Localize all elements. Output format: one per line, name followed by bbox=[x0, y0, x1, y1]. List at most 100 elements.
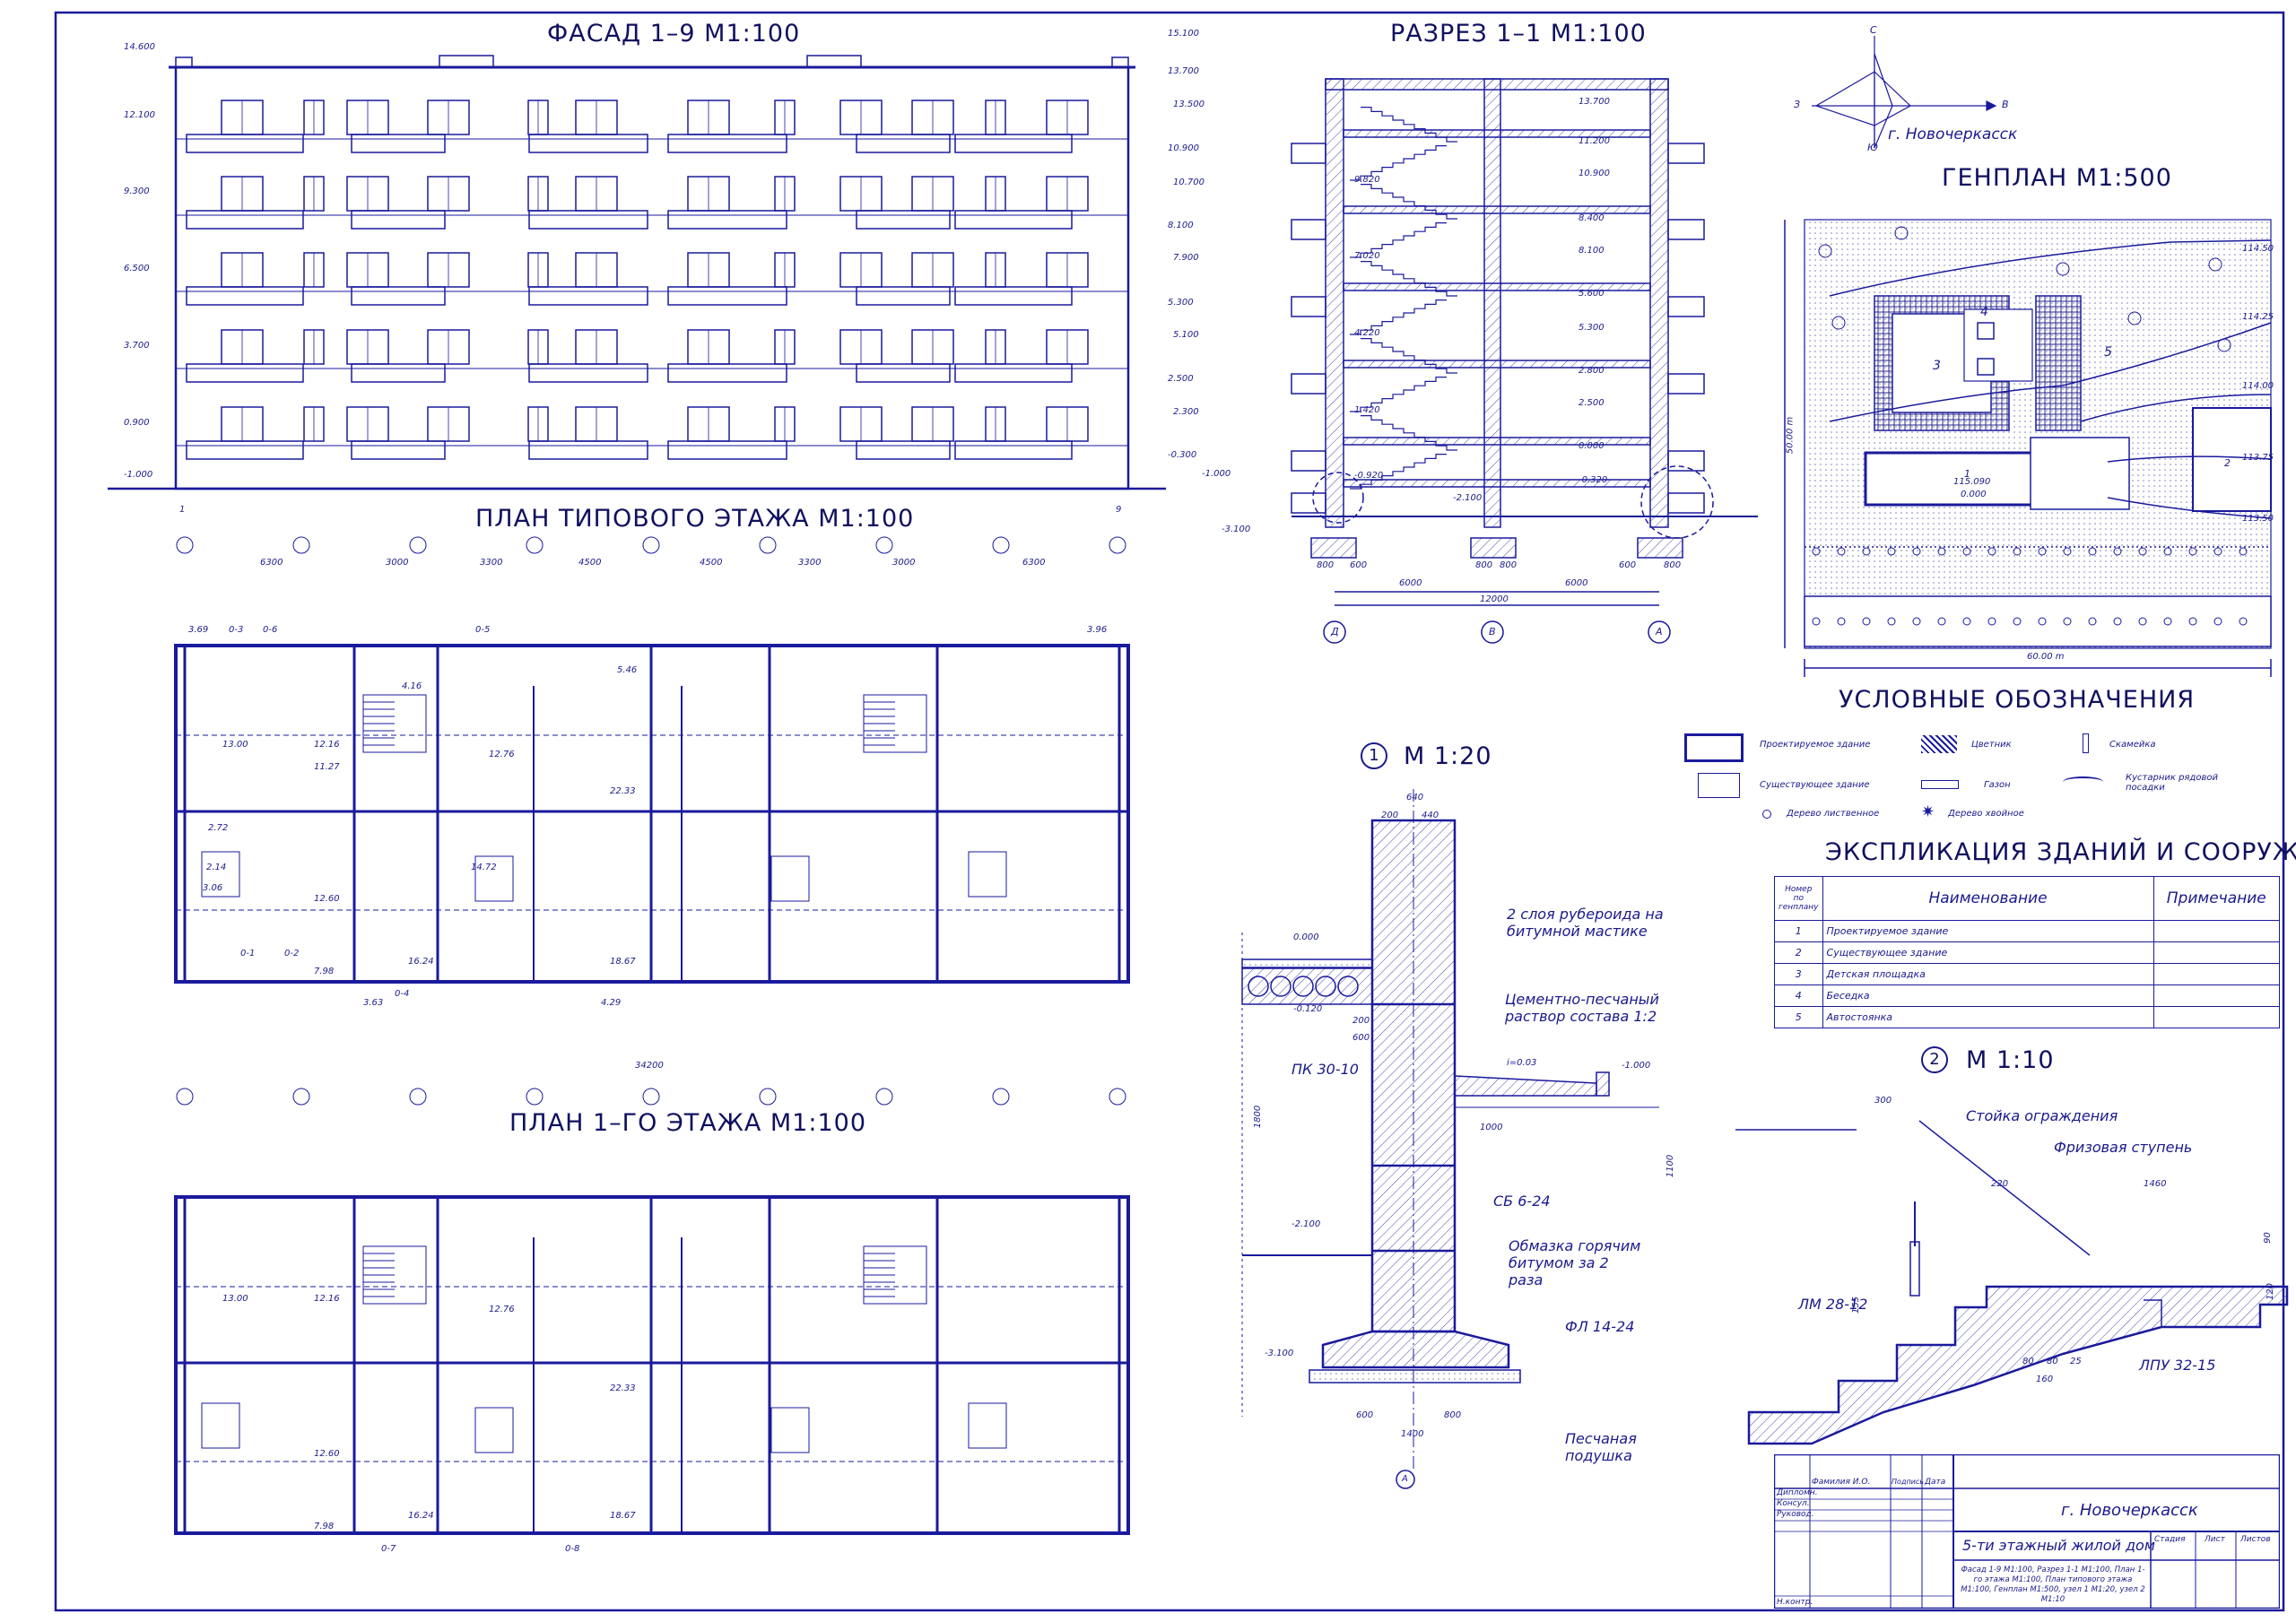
cell: 4 bbox=[1774, 984, 1823, 1007]
tree-mark bbox=[1831, 316, 1846, 330]
axis-bubble bbox=[642, 536, 660, 554]
level-mark: 6.500 bbox=[124, 264, 150, 273]
balcony-slab bbox=[1291, 373, 1326, 395]
axis-bubble bbox=[642, 1088, 660, 1106]
facade-balcony bbox=[667, 440, 787, 460]
level-mark: 13.700 bbox=[1578, 97, 1610, 107]
tree-mark bbox=[2113, 617, 2122, 626]
stair-flight bbox=[1350, 377, 1447, 412]
note: Песчаная подушка bbox=[1565, 1430, 1637, 1464]
room-area: 22.33 bbox=[610, 1383, 636, 1393]
level-mark: 5.100 bbox=[1173, 330, 1199, 340]
axis-bubble bbox=[759, 536, 777, 554]
balcony-slab bbox=[1291, 492, 1326, 514]
dim-label: 6300 bbox=[1022, 558, 1046, 568]
dim-label: 90 bbox=[2262, 1232, 2273, 1244]
axis-bubble bbox=[1109, 536, 1126, 554]
tree-mark bbox=[2038, 617, 2047, 626]
tree-mark bbox=[1837, 617, 1846, 626]
space-label: 0-4 bbox=[395, 989, 410, 999]
bath-fixture bbox=[968, 1402, 1007, 1449]
stamp-role: Н.контр. bbox=[1777, 1598, 1813, 1607]
axis-bubble bbox=[1109, 1088, 1126, 1106]
note: 2 слоя рубероида на битумной мастике bbox=[1507, 906, 1664, 940]
dim-label: 80 bbox=[2047, 1357, 2058, 1366]
axis-bubble bbox=[759, 1088, 777, 1106]
tree-mark bbox=[1887, 547, 1896, 556]
stamp-col: Лист bbox=[2205, 1535, 2225, 1544]
node2-scale: М 1:10 bbox=[1966, 1046, 2055, 1074]
genplan-title: ГЕНПЛАН М1:500 bbox=[1942, 164, 2172, 192]
level-mark: -3.100 bbox=[1222, 525, 1251, 534]
facade-balcony bbox=[528, 134, 648, 153]
dim-label: 1400 bbox=[1401, 1429, 1424, 1439]
facade-balcony bbox=[954, 286, 1073, 306]
facade-balcony bbox=[528, 440, 648, 460]
level-mark: 8.100 bbox=[1578, 246, 1605, 256]
balcony-slab bbox=[1667, 143, 1705, 164]
tree-mark bbox=[2113, 547, 2122, 556]
dim-label: 600 bbox=[1352, 1033, 1370, 1043]
contour-mark: 114.50 bbox=[2242, 244, 2274, 254]
zero-value: 0.000 bbox=[1961, 490, 1987, 499]
balcony-slab bbox=[1667, 296, 1705, 317]
dim-label: 440 bbox=[1422, 811, 1439, 820]
room-area: 3.96 bbox=[1087, 625, 1108, 635]
dim-label: 800 bbox=[1475, 560, 1493, 570]
contour-mark: 114.25 bbox=[2242, 312, 2274, 322]
dim-label: 600 bbox=[1619, 560, 1637, 570]
axis-label: В bbox=[1489, 626, 1496, 638]
stamp-header: Подпись bbox=[1892, 1478, 1924, 1486]
balcony-slab bbox=[1667, 373, 1705, 395]
compass-south: Ю bbox=[1867, 142, 1878, 153]
stamp-header: Дата bbox=[1925, 1478, 1946, 1487]
cell: Беседка bbox=[1822, 984, 2154, 1007]
dim-label: 120 bbox=[2266, 1282, 2276, 1301]
contour-mark: 113.50 bbox=[2242, 514, 2274, 524]
room-area: 3.63 bbox=[363, 998, 384, 1008]
bath-fixture bbox=[474, 855, 514, 902]
level-mark: 5.300 bbox=[1168, 298, 1194, 308]
section-title: РАЗРЕЗ 1–1 М1:100 bbox=[1390, 20, 1647, 48]
compass-west: З bbox=[1794, 99, 1801, 110]
facade-balcony bbox=[186, 440, 304, 460]
first-plan-drawing bbox=[174, 1088, 1130, 1535]
level-mark: -2.100 bbox=[1292, 1219, 1321, 1229]
typical-plan-title: ПЛАН ТИПОВОГО ЭТАЖА М1:100 bbox=[475, 505, 915, 533]
note: ФЛ 14-24 bbox=[1565, 1318, 1635, 1335]
room-area: 12.16 bbox=[314, 1294, 340, 1304]
compass-east: В bbox=[2002, 99, 2009, 110]
legend-swatch-lawn bbox=[1921, 780, 1959, 789]
facade-balcony bbox=[667, 363, 787, 383]
note: ЛМ 28-12 bbox=[1798, 1296, 1868, 1313]
dim-label: 6300 bbox=[260, 558, 283, 568]
node1-drawing bbox=[1241, 789, 1659, 1489]
floor-slab bbox=[1343, 360, 1651, 369]
compass-north: С bbox=[1870, 24, 1877, 36]
level-mark: -0.120 bbox=[1293, 1004, 1323, 1014]
zone-label: 1 bbox=[1964, 468, 1970, 480]
facade-balcony bbox=[856, 440, 951, 460]
axis-bubble bbox=[992, 536, 1010, 554]
legend-label: Дерево лиственное bbox=[1787, 809, 1880, 819]
stair-flight bbox=[1361, 415, 1457, 451]
tree-mark bbox=[2056, 262, 2070, 276]
contour-mark: 114.00 bbox=[2242, 381, 2274, 391]
stamp-role: Консул. bbox=[1777, 1499, 1810, 1508]
space-label: 0-1 bbox=[240, 949, 256, 958]
zone-label: 3 bbox=[1933, 359, 1941, 373]
note: ЛПУ 32-15 bbox=[2139, 1357, 2216, 1374]
axis-label: Д bbox=[1331, 626, 1339, 638]
facade-balcony bbox=[186, 134, 304, 153]
tree-mark bbox=[2063, 547, 2072, 556]
zone-label: 5 bbox=[2104, 345, 2112, 360]
facade-axis-9: 9 bbox=[1116, 505, 1122, 515]
level-mark: 5.300 bbox=[1578, 323, 1605, 333]
stamp-contents: Фасад 1-9 М1:100, Разрез 1-1 М1:100, Пла… bbox=[1961, 1566, 2145, 1604]
facade-balcony bbox=[856, 363, 951, 383]
facade-balcony bbox=[667, 134, 787, 153]
stair-flight bbox=[1361, 338, 1457, 374]
tree-mark bbox=[2239, 547, 2248, 556]
level-mark: 2.800 bbox=[1578, 366, 1605, 376]
